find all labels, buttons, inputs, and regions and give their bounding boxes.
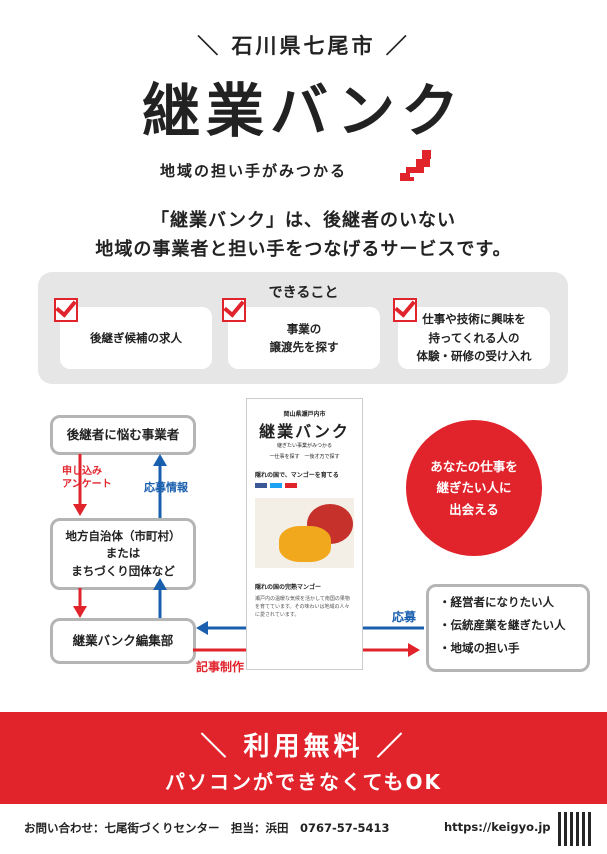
can-do-card-1: 後継ぎ候補の求人 — [60, 307, 212, 369]
box-label: 地方自治体（市町村） または まちづくり団体など — [65, 529, 181, 578]
article-region: 岡山県瀬戸内市 — [283, 411, 326, 418]
box-business-owner: 後継者に悩む事業者 — [50, 415, 196, 455]
check-icon — [54, 298, 78, 322]
can-do-card-2: 事業の 譲渡先を探す — [228, 307, 380, 369]
article-preview: 岡山県瀬戸内市 継業バンク 継ぎたい事業がみつかる 一仕事を探す 一後才万で探す… — [246, 398, 363, 670]
tagline: 地域の担い手がみつかる — [160, 162, 348, 180]
banner-free-label: ＼ 利用無料 ／ — [200, 732, 407, 762]
can-do-card-3: 仕事や技術に興味を 持ってくれる人の 体験・研修の受け入れ — [398, 307, 550, 369]
result-item: ・経営者になりたい人 — [439, 595, 554, 609]
box-label: 後継者に悩む事業者 — [66, 426, 180, 442]
box-local-government: 地方自治体（市町村） または まちづくり団体など — [50, 518, 196, 590]
mango-image — [255, 498, 354, 568]
card-label: 事業の 譲渡先を探す — [269, 321, 339, 354]
city-title: ＼ 石川県七尾市 ／ — [197, 34, 410, 58]
check-icon — [393, 298, 417, 322]
article-logo: 継業バンク — [259, 422, 350, 441]
logo: 継業バンク — [142, 77, 465, 145]
result-box: ・経営者になりたい人 ・伝統産業を継ぎたい人 ・地域の担い手 — [426, 584, 590, 672]
intro-line-2: 地域の事業者と担い手をつなげるサービスです。 — [95, 239, 512, 260]
article-logo-sub: 継ぎたい事業がみつかる — [276, 443, 332, 449]
result-item: ・伝統産業を継ぎたい人 — [439, 618, 566, 632]
article-section: 隠れの国の完熟マンゴー — [255, 584, 322, 591]
footer-contact: お問い合わせ：七尾街づくりセンター 担当：浜田 0767-57-5413 — [24, 821, 390, 835]
article-subline: 一仕事を探す 一後才万で探す — [269, 454, 340, 460]
check-icon — [222, 298, 246, 322]
intro-line-1: 「継業バンク」は、後継者のいない — [151, 210, 456, 231]
label-apply: 応募 — [392, 610, 417, 624]
box-label: 継業バンク編集部 — [72, 632, 174, 648]
footer-url[interactable]: https://keigyo.jp — [444, 820, 551, 834]
article-body: 瀬戸内の温暖な気候を活かして南国の果物を育てています。その味わいは地域の人々に愛… — [255, 596, 350, 618]
article-title: 隠れの国で、マンゴーを育てる — [255, 472, 339, 479]
label-applicant-info: 応募情報 — [144, 481, 188, 494]
free-banner — [0, 712, 607, 804]
meet-successor-circle: あなたの仕事を 継ぎたい人に 出会える — [406, 420, 542, 556]
label-application: 申し込み アンケート — [62, 466, 112, 490]
banner-pc-label: パソコンができなくてもOK — [165, 770, 442, 794]
can-do-title: できること — [268, 285, 339, 301]
qr-code-icon[interactable] — [558, 812, 592, 846]
japan-map-icon — [400, 150, 431, 181]
card-label: 仕事や技術に興味を 持ってくれる人の 体験・研修の受け入れ — [416, 312, 532, 364]
card-label: 後継ぎ候補の求人 — [90, 330, 182, 345]
share-buttons — [255, 483, 354, 488]
result-item: ・地域の担い手 — [439, 641, 520, 655]
label-article-production: 記事制作 — [196, 660, 245, 674]
box-editorial: 継業バンク編集部 — [50, 618, 196, 664]
